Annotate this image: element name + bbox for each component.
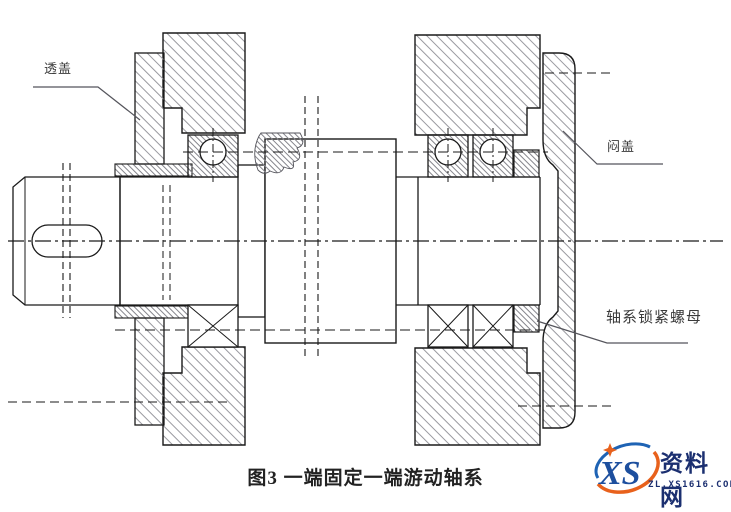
right-housing — [414, 34, 541, 446]
label-through-cover: 透盖 — [44, 61, 73, 76]
logo-site-name: 资料网 — [660, 450, 710, 510]
left-housing — [162, 32, 246, 446]
logo-site-url: ZL.XS1616.COM — [648, 480, 731, 490]
through-cover — [134, 52, 165, 426]
assembly-drawing — [8, 32, 723, 446]
site-logo[interactable]: XS 资料网 ZL.XS1616.COM — [592, 440, 731, 510]
center-hub — [254, 132, 397, 344]
leader-lines — [33, 86, 688, 344]
label-blind-cover: 闷盖 — [607, 139, 636, 154]
xs-logo-icon: XS — [594, 442, 660, 494]
breakout-section — [254, 132, 304, 174]
figure-caption: 图3 一端固定一端游动轴系 — [247, 468, 484, 489]
locknut — [513, 149, 540, 333]
centerlines — [8, 72, 723, 407]
logo-monogram: XS — [598, 455, 641, 492]
label-locknut: 轴系锁紧螺母 — [606, 310, 703, 326]
